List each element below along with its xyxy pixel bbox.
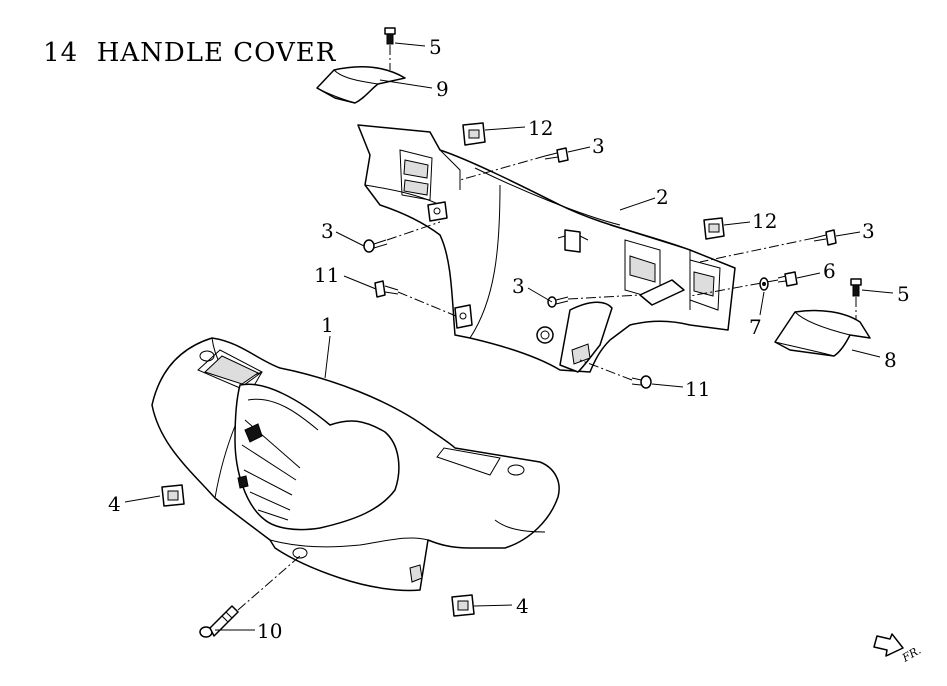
bolt-10 <box>199 605 239 638</box>
callout-5-upper: 5 <box>429 35 442 59</box>
callout-11-left: 11 <box>314 263 339 287</box>
part-9-cap <box>316 65 406 104</box>
callout-7: 7 <box>749 315 762 339</box>
part-1-front-handle-cover <box>151 337 560 592</box>
callout-10: 10 <box>257 619 282 643</box>
screw-5-upper <box>384 27 396 45</box>
callout-3-left: 3 <box>321 219 334 243</box>
screw-3-left <box>363 239 388 253</box>
screw-11-right <box>631 375 652 389</box>
callout-4-bottom: 4 <box>516 594 529 618</box>
title-text: HANDLE COVER <box>96 38 337 68</box>
clip-4-bottom <box>451 594 475 617</box>
callout-labels: 5 9 12 3 2 3 12 3 11 3 6 5 7 1 8 11 4 4 … <box>108 35 910 643</box>
screw-3-right <box>813 229 837 246</box>
screw-3-top <box>544 147 569 163</box>
clip-4-left <box>161 484 185 507</box>
clip-12-upper <box>462 122 486 146</box>
nut-6 <box>777 271 798 287</box>
page-title: 14 HANDLE COVER <box>6 8 336 98</box>
callout-3-top: 3 <box>592 134 605 158</box>
callout-6: 6 <box>823 259 836 283</box>
callout-2: 2 <box>656 185 669 209</box>
callout-4-left: 4 <box>108 492 121 516</box>
callout-3-mid: 3 <box>512 274 525 298</box>
title-number: 14 <box>43 38 79 68</box>
callout-9: 9 <box>436 77 449 101</box>
clip-12-right <box>703 217 725 240</box>
front-direction-arrow: FR. <box>873 633 923 665</box>
callout-12-right: 12 <box>752 209 777 233</box>
callout-1: 1 <box>321 313 334 337</box>
callout-12-upper: 12 <box>528 116 553 140</box>
assembly-lines <box>237 45 857 611</box>
callout-8: 8 <box>884 348 897 372</box>
leader-lines <box>124 42 894 631</box>
callout-5-right: 5 <box>897 282 910 306</box>
callout-3-right: 3 <box>862 219 875 243</box>
screw-11-left <box>374 280 399 298</box>
callout-11-right: 11 <box>685 377 710 401</box>
part-2-rear-handle-cover <box>357 124 736 373</box>
washer-7 <box>759 277 769 291</box>
screw-5-right <box>850 278 862 297</box>
part-8-cap <box>774 309 871 357</box>
